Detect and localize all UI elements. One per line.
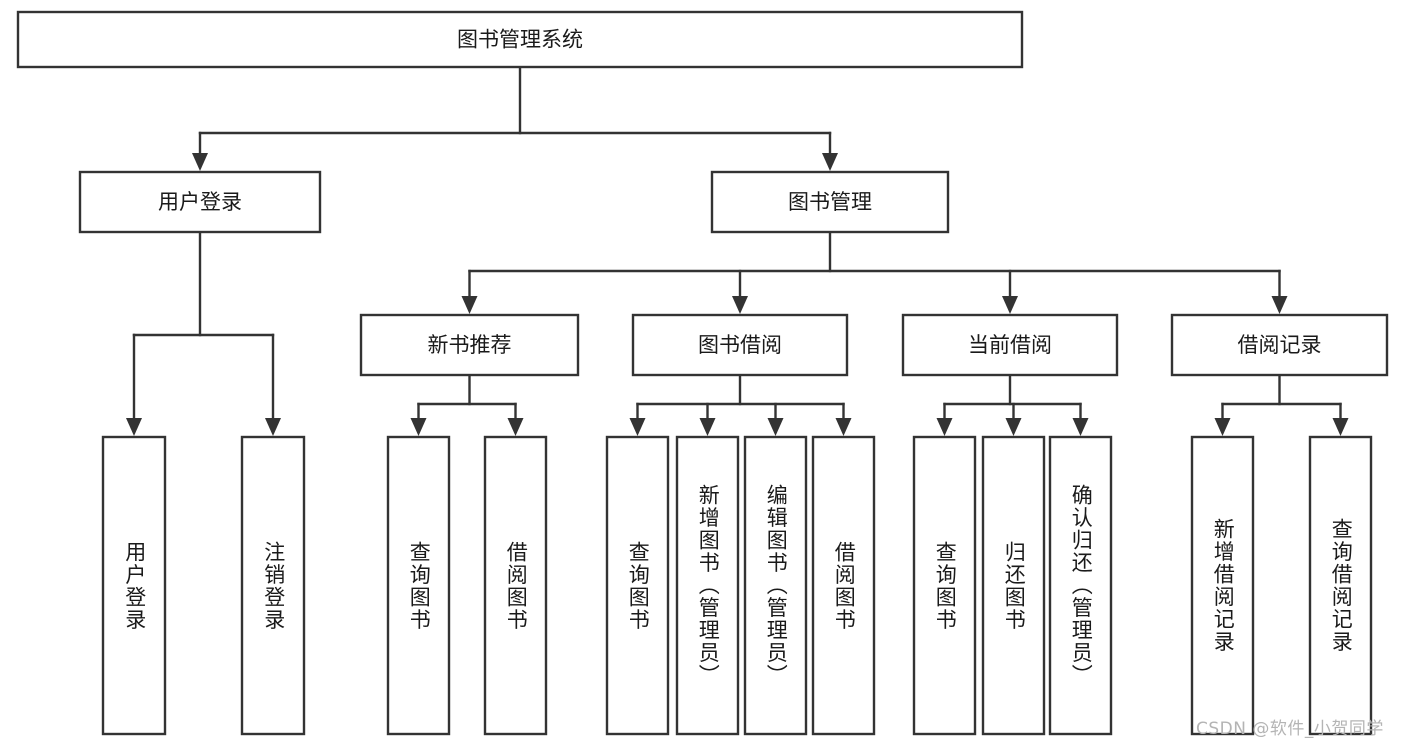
arrow-head-icon-leaf-return-book <box>1005 418 1022 436</box>
arrow-head-icon-leaf-query-record <box>1332 418 1349 436</box>
node-boxes-group <box>16 10 1389 736</box>
arrow-head-icon-book-manage <box>822 153 838 171</box>
node-box-leaf-query-book-1[interactable] <box>386 435 451 736</box>
node-label-borrow-record: 借阅记录 <box>1238 333 1322 357</box>
node-box-leaf-query-book-3[interactable] <box>912 435 977 736</box>
node-box-leaf-query-book-2[interactable] <box>605 435 670 736</box>
arrow-head-icon-leaf-query-book-2 <box>629 418 646 436</box>
arrow-head-icon-book-borrow <box>732 296 748 314</box>
connector-lines-group <box>126 65 1349 436</box>
arrow-head-icon-leaf-logout <box>265 418 281 436</box>
node-box-leaf-logout[interactable] <box>240 435 306 736</box>
node-label-book-manage: 图书管理 <box>788 190 872 214</box>
node-box-leaf-return-book[interactable] <box>981 435 1046 736</box>
node-label-new-book-recommend: 新书推荐 <box>428 333 512 357</box>
arrow-head-icon-leaf-query-book-1 <box>410 418 427 436</box>
node-box-leaf-query-record[interactable] <box>1308 435 1373 736</box>
node-box-borrow-record[interactable] <box>1170 313 1389 377</box>
arrow-head-icon-leaf-add-record <box>1214 418 1231 436</box>
arrow-head-icon-borrow-record <box>1271 296 1288 314</box>
arrow-head-icon-leaf-borrow-book-1 <box>507 418 524 436</box>
node-box-leaf-edit-book[interactable] <box>743 435 808 736</box>
arrow-head-icon-user-login <box>192 153 208 171</box>
node-box-book-manage[interactable] <box>710 170 950 234</box>
node-box-user-login[interactable] <box>78 170 322 234</box>
node-label-user-login: 用户登录 <box>158 190 242 214</box>
arrow-head-icon-new-book-recommend <box>461 296 478 314</box>
node-label-root: 图书管理系统 <box>457 28 583 52</box>
arrow-head-icon-leaf-add-book <box>699 418 716 436</box>
node-label-current-borrow: 当前借阅 <box>968 333 1052 357</box>
arrow-head-icon-leaf-edit-book <box>767 418 784 436</box>
csdn-watermark: CSDN @软件_小贺同学 <box>1196 719 1384 739</box>
node-box-leaf-add-record[interactable] <box>1190 435 1255 736</box>
node-box-leaf-add-book[interactable] <box>675 435 740 736</box>
node-box-book-borrow[interactable] <box>631 313 849 377</box>
arrow-head-icon-leaf-user-login <box>126 418 142 436</box>
node-box-leaf-borrow-book-1[interactable] <box>483 435 548 736</box>
node-box-leaf-user-login[interactable] <box>101 435 167 736</box>
node-box-root[interactable] <box>16 10 1024 69</box>
node-box-leaf-borrow-book-2[interactable] <box>811 435 876 736</box>
node-box-current-borrow[interactable] <box>901 313 1119 377</box>
node-label-book-borrow: 图书借阅 <box>698 333 782 357</box>
node-box-leaf-confirm-return[interactable] <box>1048 435 1113 736</box>
arrow-head-icon-leaf-confirm-return <box>1072 418 1089 436</box>
arrow-head-icon-current-borrow <box>1002 296 1018 314</box>
arrow-head-icon-leaf-query-book-3 <box>936 418 953 436</box>
node-box-new-book-recommend[interactable] <box>359 313 580 377</box>
arrow-head-icon-leaf-borrow-book-2 <box>835 418 852 436</box>
